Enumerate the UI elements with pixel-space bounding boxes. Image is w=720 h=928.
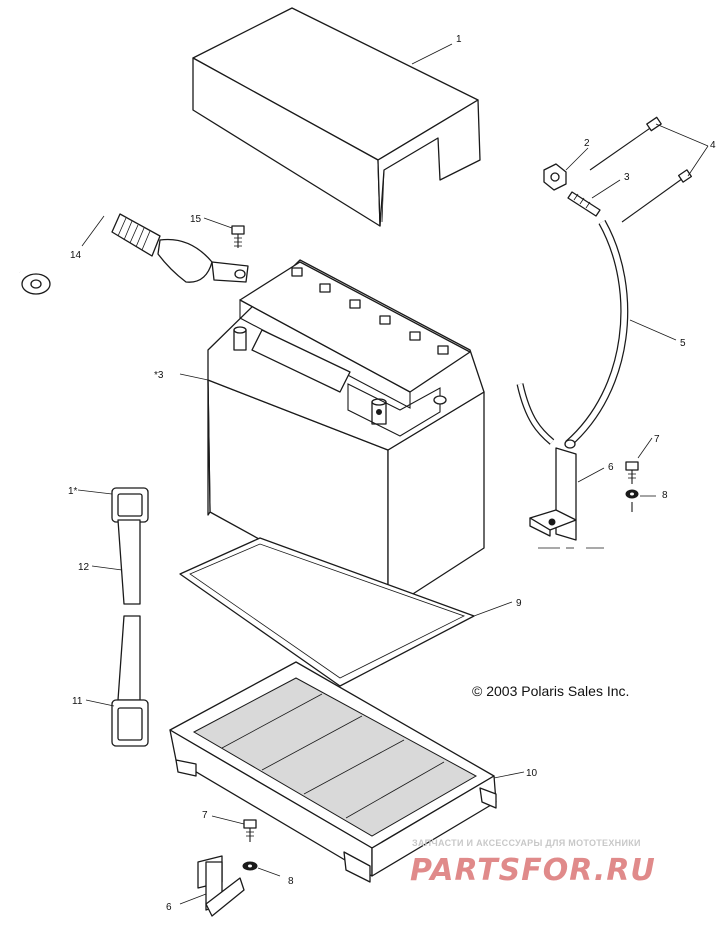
callout-6-lower: 6 [166,902,172,913]
callout-6-upper: 6 [608,462,614,473]
callout-4: 4 [710,140,716,151]
callout-10: 10 [526,768,538,779]
callout-8-upper: 8 [662,490,668,501]
battery-cover [192,7,481,227]
positive-terminal [371,398,387,425]
hold-down-strap-lower [111,615,149,747]
lock-washer-lower [242,861,258,871]
leader-lines [77,43,709,905]
copyright-notice: © 2003 Polaris Sales Inc. [472,683,629,699]
screws [589,116,693,223]
callout-3: 3 [624,172,630,183]
callout-11: 11 [72,696,83,707]
watermark: ЗАПЧАСТИ И АКСЕССУАРЫ ДЛЯ МОТОТЕХНИКИ PA… [410,838,656,888]
battery-vent-caps [291,267,449,355]
callout-7-lower: 7 [202,810,208,821]
callout-8-lower: 8 [288,876,294,887]
hold-down-bracket-lower [197,855,245,917]
bracket-screw-lower [243,819,257,842]
callout-1-strap: 1* [68,486,78,497]
vent-hose [516,220,629,449]
callout-15: 15 [190,214,202,225]
hold-down-bracket-upper [529,447,577,541]
callout-14: 14 [70,250,82,261]
terminal-bolt [231,225,245,248]
watermark-brand: PARTSFOR.RU [410,853,656,888]
callout-2: 2 [584,138,590,149]
callout-5: 5 [680,338,686,349]
lock-washer-upper [625,489,639,499]
watermark-tagline: ЗАПЧАСТИ И АКСЕССУАРЫ ДЛЯ МОТОТЕХНИКИ [412,838,641,848]
callout-9: 9 [516,598,522,609]
battery [207,259,485,611]
battery-tray [169,661,497,883]
vent-fitting [567,191,601,217]
bracket-screw-upper [625,461,639,484]
hold-down-strap-upper [111,487,149,605]
terminal-nut [543,163,567,191]
negative-terminal [233,326,247,351]
negative-cable [15,198,249,295]
callout-numbers: 1 2 3 4 5 6 7 8 *3 1* 12 11 9 10 14 15 7… [68,34,716,913]
callout-12: 12 [78,562,90,573]
callout-1: 1 [456,34,462,45]
callout-battery: *3 [154,370,164,381]
callout-7-upper: 7 [654,434,660,445]
